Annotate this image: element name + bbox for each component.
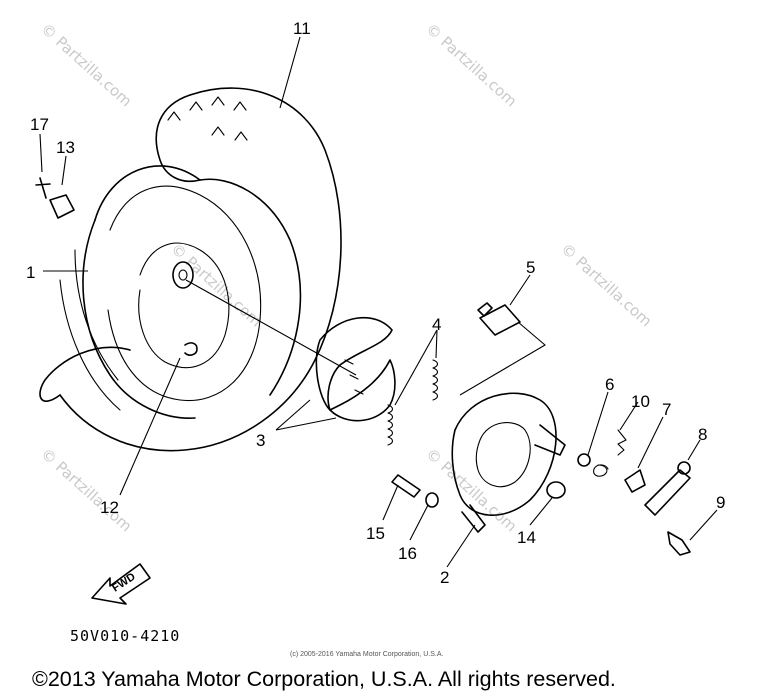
callout-11: 11: [293, 19, 311, 38]
footer-copyright: ©2013 Yamaha Motor Corporation, U.S.A. A…: [32, 667, 616, 691]
callout-2: 2: [440, 568, 449, 587]
callout-13: 13: [56, 138, 75, 157]
callout-7: 7: [662, 400, 671, 419]
spring-drawings: [387, 359, 439, 446]
callout-14: 14: [517, 528, 536, 547]
callout-17: 17: [30, 115, 49, 134]
wheel-assembly-drawing: [39, 87, 342, 452]
callout-4: 4: [432, 315, 441, 334]
callout-8: 8: [698, 425, 707, 444]
watermark-top-left: © Partzilla.com: [37, 20, 135, 111]
watermark-layer: © Partzilla.com © Partzilla.com © Partzi…: [37, 20, 655, 536]
watermark-mid-right: © Partzilla.com: [422, 445, 520, 536]
watermark-center-right: © Partzilla.com: [557, 240, 655, 331]
fwd-arrow: FWD: [91, 563, 151, 605]
small-copyright: (c) 2005-2016 Yamaha Motor Corporation, …: [290, 651, 443, 658]
small-parts-drawing: [35, 177, 691, 556]
callout-12: 12: [100, 498, 119, 517]
watermark-mid-left: © Partzilla.com: [37, 445, 135, 536]
brake-plate-drawing: [451, 392, 566, 533]
callout-6: 6: [605, 375, 614, 394]
callout-labels: 1 2 3 4 5 6 7 8 9 10 11 12 13 14 15 16 1…: [26, 19, 725, 587]
camshaft-drawing: [477, 302, 521, 336]
brake-shoe-drawing: [315, 316, 396, 422]
callout-15: 15: [366, 524, 385, 543]
callout-1: 1: [26, 263, 35, 282]
callout-5: 5: [526, 258, 535, 277]
callout-3: 3: [256, 431, 265, 450]
callout-10: 10: [631, 392, 650, 411]
fwd-label: FWD: [110, 571, 138, 595]
callout-9: 9: [716, 493, 725, 512]
leader-lines: [39, 36, 718, 568]
callout-16: 16: [398, 544, 417, 563]
watermark-top-right: © Partzilla.com: [422, 20, 520, 111]
drawing-code: 50V010-4210: [70, 627, 180, 645]
